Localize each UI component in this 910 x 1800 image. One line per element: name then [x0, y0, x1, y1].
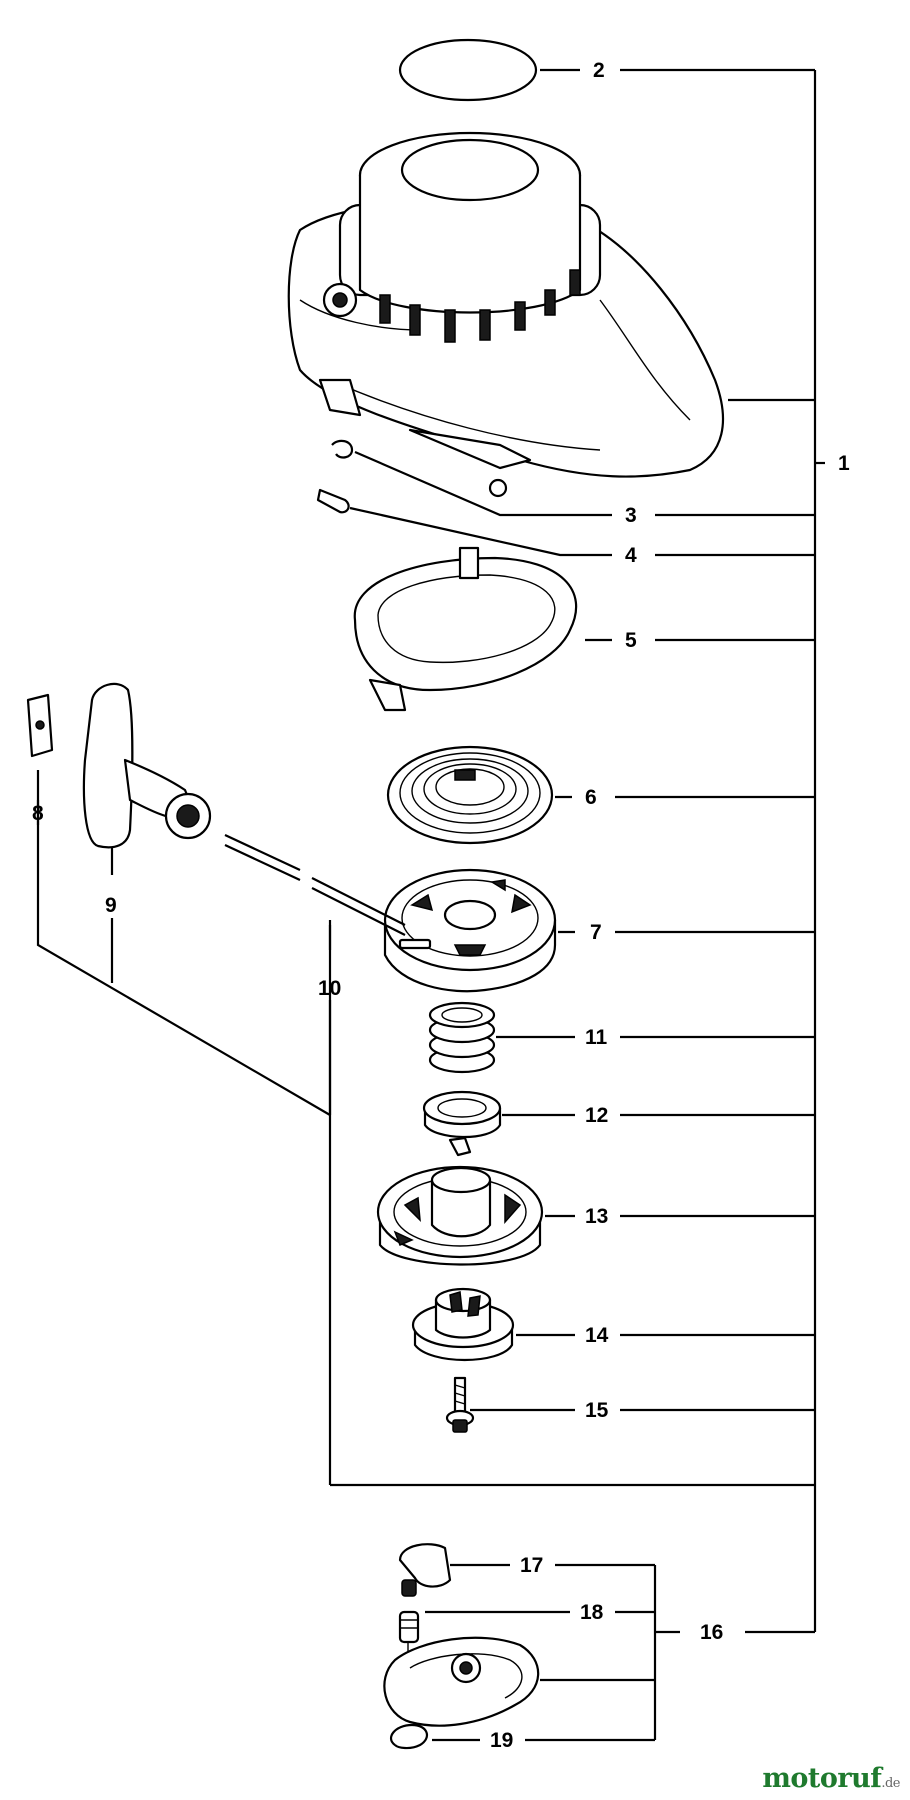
callout-5: 5: [625, 629, 637, 652]
callout-3: 3: [625, 504, 637, 527]
leader-lines: [36, 68, 825, 1742]
part-7-pulley: [383, 868, 557, 993]
part-2-seal-ring: [398, 38, 538, 102]
part-9-handle: [82, 682, 212, 849]
callout-1: 1: [838, 452, 850, 475]
part-13-ratchet-hub: [376, 1165, 544, 1266]
watermark-name: motoruf: [762, 1763, 882, 1794]
callout-7: 7: [590, 921, 602, 944]
part-5-cover-ring: [353, 546, 578, 712]
part-14-hub: [411, 1287, 515, 1361]
part-10-rope: [224, 834, 406, 936]
callout-17: 17: [520, 1554, 543, 1577]
callout-10: 10: [318, 977, 341, 1000]
callout-16: 16: [700, 1621, 723, 1644]
callout-14: 14: [585, 1324, 609, 1347]
part-11-spring: [428, 1001, 496, 1074]
part-19-retaining-ring: [389, 1723, 429, 1750]
callout-11: 11: [585, 1026, 608, 1049]
watermark-logo: motoruf.de: [762, 1763, 900, 1794]
callout-6: 6: [585, 786, 597, 809]
callout-4: 4: [625, 544, 637, 567]
part-17-knob: [398, 1543, 452, 1597]
watermark-tld: .de: [881, 1776, 900, 1791]
part-12-ratchet-ring: [422, 1090, 502, 1157]
callout-15: 15: [585, 1399, 609, 1422]
part-8-plate: [26, 693, 54, 758]
part-6-recoil-spring: [386, 745, 554, 845]
callout-2: 2: [593, 59, 605, 82]
part-4-pawl: [316, 488, 350, 514]
callout-13: 13: [585, 1205, 608, 1228]
part-3-clip: [331, 439, 354, 459]
part-18-plug: [398, 1610, 420, 1660]
callout-9: 9: [105, 894, 117, 917]
callout-8: 8: [32, 802, 44, 825]
part-1-starter-housing: [287, 131, 725, 498]
callout-18: 18: [580, 1601, 604, 1624]
callout-19: 19: [490, 1729, 513, 1752]
part-15-screw: [445, 1376, 475, 1433]
callout-12: 12: [585, 1104, 608, 1127]
part-16-base-tray: [383, 1636, 540, 1727]
